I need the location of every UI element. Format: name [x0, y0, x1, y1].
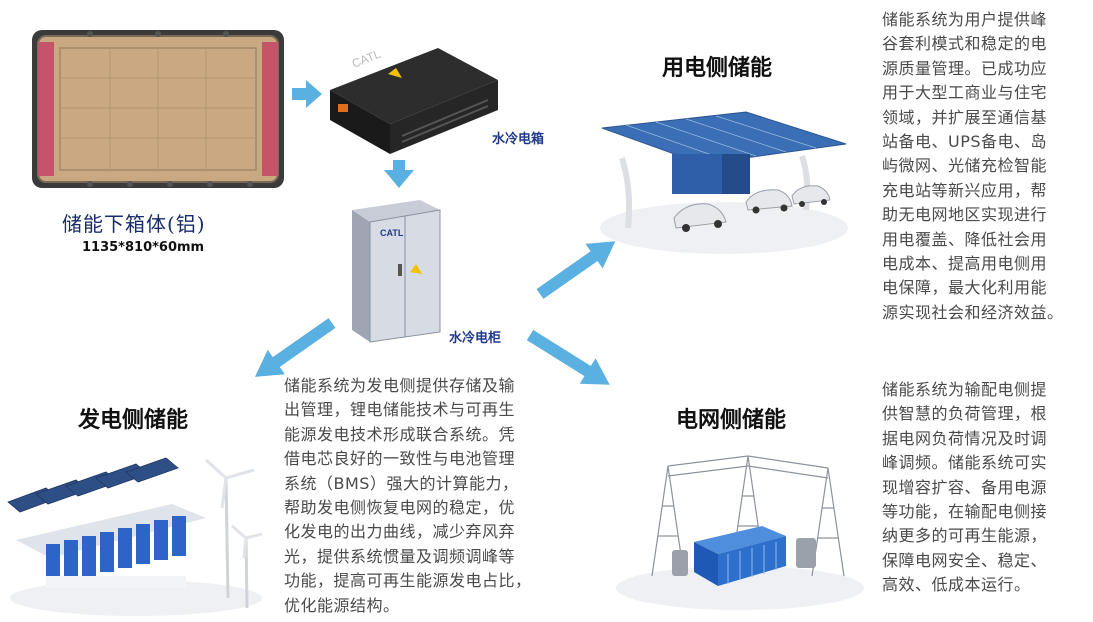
grid-side-line: 据电网负荷情况及时调: [882, 428, 1048, 448]
grid-side-line: 现增容扩容、备用电源: [882, 477, 1048, 497]
wind-solar-farm-image: [7, 457, 263, 616]
generation-side-line: 储能系统为发电侧提供存储及输: [284, 376, 516, 395]
grid-side-line: 纳更多的可再生能源，: [882, 526, 1048, 546]
substation-image: [616, 455, 864, 610]
user-side-line: 领域，并扩展至通信基: [882, 107, 1048, 127]
arrow-to-user-side: [536, 241, 616, 299]
grid-side-line: 保障电网安全、稳定、: [882, 550, 1048, 570]
cabinet-brand: CATL: [380, 228, 404, 238]
solar-carport-image: [600, 111, 848, 254]
generation-side-line: 出管理，锂电储能技术与可再生: [284, 400, 516, 420]
user-side-line: 屿微网、光储充检智能: [882, 156, 1048, 176]
grid-side-title: 电网侧储能: [676, 408, 787, 433]
generation-side-line: 系统（BMS）强大的计算能力，: [284, 473, 519, 493]
grid-side-line: 高效、低成本运行。: [882, 575, 1031, 595]
tray-dimensions: 1135*810*60mm: [82, 240, 205, 255]
user-side-title: 用电侧储能: [662, 56, 773, 81]
user-side-line: 谷套利模式和稳定的电: [882, 34, 1048, 54]
generation-side-line: 优化能源结构。: [284, 595, 400, 615]
generation-side-line: 光，提供系统惯量及调频调峰等: [284, 546, 516, 566]
generation-side-line: 帮助发电侧恢复电网的稳定，优: [284, 498, 516, 518]
battery-tray-image: [32, 30, 284, 188]
grid-side-description: 储能系统为输配电侧提 供智慧的负荷管理，根 据电网负荷情况及时调 峰调频。储能系…: [882, 378, 1092, 598]
generation-side-description: 储能系统为发电侧提供存储及输 出管理，锂电储能技术与可再生 能源发电技术形成联合…: [284, 374, 584, 618]
user-side-line: 源实现社会和经济效益。: [882, 302, 1064, 322]
generation-side-line: 能源发电技术形成联合系统。凭: [284, 424, 516, 444]
tray-label: 储能下箱体(铝): [62, 212, 206, 236]
generation-side-line: 功能，提高可再生能源发电占比，: [284, 571, 532, 591]
user-side-description: 储能系统为用户提供峰 谷套利模式和稳定的电 源质量管理。已成功应 用于大型工商业…: [882, 8, 1092, 325]
user-side-line: 充电站等新兴应用，帮: [882, 180, 1048, 200]
water-cooled-box-image: CATL: [330, 47, 498, 154]
arrow-to-generation-side: [254, 318, 336, 377]
generation-side-line: 借电芯良好的一致性与电池管理: [284, 449, 516, 469]
user-side-line: 储能系统为用户提供峰: [882, 10, 1048, 29]
water-cabinet-label: 水冷电柜: [449, 331, 502, 346]
water-box-label: 水冷电箱: [492, 132, 545, 147]
arrow-to-grid-side: [526, 329, 610, 385]
arrow-tray-to-box: [292, 80, 322, 108]
user-side-line: 站备电、UPS备电、岛: [882, 132, 1048, 152]
user-side-line: 用于大型工商业与住宅: [882, 83, 1048, 103]
water-cooled-cabinet-image: CATL: [352, 200, 441, 343]
user-side-line: 用电覆盖、降低社会用: [882, 229, 1048, 249]
grid-side-line: 供智慧的负荷管理，根: [882, 404, 1048, 424]
user-side-line: 电成本、提高用电侧用: [882, 254, 1048, 274]
user-side-line: 电保障，最大化利用能: [882, 278, 1048, 298]
grid-side-line: 储能系统为输配电侧提: [882, 380, 1048, 399]
generation-side-line: 化发电的出力曲线，减少弃风弃: [284, 522, 516, 542]
generation-side-title: 发电侧储能: [78, 408, 189, 433]
user-side-line: 源质量管理。已成功应: [882, 58, 1048, 78]
user-side-line: 助无电网地区实现进行: [882, 205, 1048, 225]
arrow-box-to-cabinet: [384, 160, 414, 188]
grid-side-line: 等功能，在输配电侧接: [882, 502, 1048, 522]
grid-side-line: 峰调频。储能系统可实: [882, 453, 1048, 473]
